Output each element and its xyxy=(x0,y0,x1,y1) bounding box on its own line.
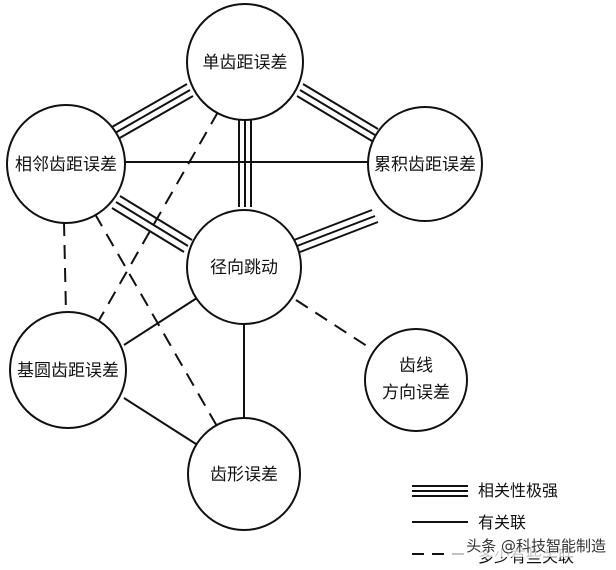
watermark-text: 头条 @科技智能制造 xyxy=(466,537,606,555)
node-label-helix-line1: 齿线 xyxy=(399,356,433,376)
node-single-pitch: 单齿距误差 xyxy=(186,3,304,121)
edge-adjacent-base-dashed xyxy=(63,221,67,314)
node-label-profile: 齿形误差 xyxy=(210,465,278,485)
edge-single-base-dashed xyxy=(97,111,219,323)
edge-single-radial-strong xyxy=(238,120,252,207)
node-label-radial-runout: 径向跳动 xyxy=(210,258,278,278)
node-label-cumulative-pitch: 累积齿距误差 xyxy=(374,155,476,175)
edge-radial-base xyxy=(123,295,201,346)
legend-related-label: 有关联 xyxy=(478,513,526,532)
node-label-helix-line2: 方向误差 xyxy=(382,383,450,403)
node-adjacent-pitch: 相邻齿距误差 xyxy=(6,104,126,224)
legend-strong-label: 相关性极强 xyxy=(478,481,558,500)
edge-single-adjacent-strong xyxy=(104,83,194,144)
node-helix-direction: 齿线 方向误差 xyxy=(364,328,468,432)
edge-cumulative-radial-strong xyxy=(293,209,379,253)
node-base-pitch: 基圆齿距误差 xyxy=(9,311,127,429)
node-radial-runout: 径向跳动 xyxy=(186,209,302,325)
edge-radial-helix-dashed xyxy=(295,299,371,349)
edge-adjacent-radial-strong xyxy=(111,195,193,253)
watermark: 头条 @科技智能制造 xyxy=(452,535,612,557)
edge-adjacent-profile-dashed xyxy=(94,213,219,429)
node-cumulative-pitch: 累积齿距误差 xyxy=(367,106,483,222)
node-profile: 齿形误差 xyxy=(187,417,301,531)
edge-single-cumulative-strong xyxy=(296,83,379,142)
edge-base-profile xyxy=(123,397,197,445)
node-label-single-pitch: 单齿距误差 xyxy=(203,53,288,73)
legend-strong-swatch xyxy=(412,485,468,497)
node-label-base-pitch: 基圆齿距误差 xyxy=(17,361,119,381)
node-label-adjacent-pitch: 相邻齿距误差 xyxy=(15,155,117,175)
